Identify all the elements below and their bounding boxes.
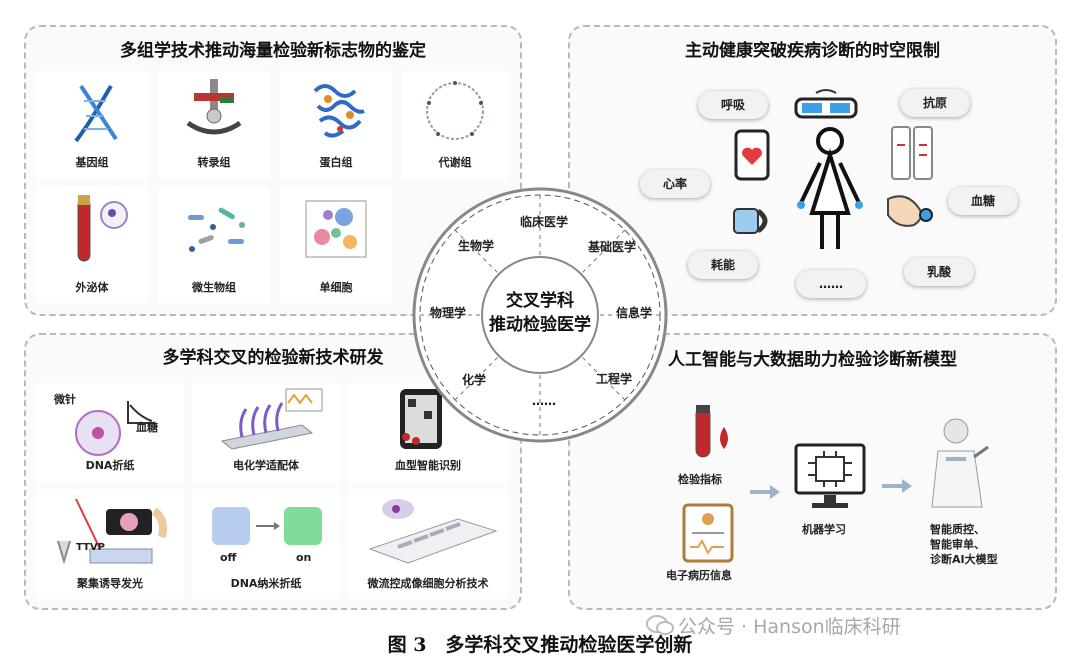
- omics-cell-microbiome: 微生物组: [158, 187, 270, 303]
- on-label: on: [296, 551, 312, 564]
- hub-segment-physics: 物理学: [430, 306, 467, 320]
- tech-cell-dna-nano: off on DNA纳米折纸: [192, 489, 340, 599]
- tech-cell-dna-origami: 微针 血糖 DNA折纸: [36, 383, 184, 483]
- emr-label: 电子病历信息: [666, 569, 732, 582]
- ttvp-label: TTVP: [76, 542, 105, 553]
- pill-antigen: 抗原: [900, 89, 970, 117]
- tech-cell-aie: TTVP 聚集诱导发光: [36, 489, 184, 599]
- omics-cell-label: 基因组: [75, 156, 109, 169]
- omics-cell-label: 蛋白组: [319, 156, 353, 169]
- omics-cell-transcriptome: 转录组: [158, 71, 270, 179]
- pill-energy: 耗能: [688, 251, 758, 279]
- tech-cell-bloodtype: 血型智能识别: [348, 383, 508, 483]
- hub-segment-chemistry: 化学: [462, 373, 487, 387]
- bloodtype-card-icon: [400, 389, 442, 449]
- hub-segment-basic: 基础医学: [588, 240, 637, 254]
- omics-panel-title: 多组学技术推动海量检验新标志物的鉴定: [120, 41, 426, 61]
- omics-cell-exosome: 外泌体: [36, 187, 148, 303]
- smartphone-heart-icon: [734, 129, 770, 181]
- ml-label: 机器学习: [802, 523, 846, 536]
- microbes-icon: [188, 207, 245, 252]
- tech-cell-label: DNA纳米折纸: [230, 577, 302, 590]
- dna-helix-icon: [74, 84, 118, 143]
- aggregation-emission-icon: [57, 498, 167, 565]
- human-figure-icon: [797, 127, 863, 249]
- health-panel-title: 主动健康突破疾病诊断的时空限制: [685, 41, 940, 61]
- trna-icon: [186, 79, 242, 135]
- output-label-2: 智能审单、: [930, 538, 985, 551]
- metabolic-pathway-icon: [426, 81, 484, 140]
- arrow-right-icon: [750, 485, 780, 499]
- glucose-label: 血糖: [136, 421, 158, 434]
- tech-cell-label: 微流控成像细胞分析技术: [367, 577, 489, 590]
- blood-tube-icon: [695, 405, 728, 458]
- tech-cell-label: 电化学适配体: [233, 459, 299, 472]
- hub-segment-clinical: 临床医学: [520, 215, 569, 229]
- pill-heart-rate: 心率: [640, 170, 710, 198]
- smartwatch-icon: [733, 208, 768, 234]
- output-label-1: 智能质控、: [930, 523, 985, 536]
- hub-center-subtitle: 推动检验医学: [489, 315, 591, 335]
- tech-cell-microfluidic: 微流控成像细胞分析技术: [348, 489, 508, 599]
- pill-glucose: 血糖: [948, 187, 1018, 215]
- hub-segment-informatics: 信息学: [616, 306, 653, 320]
- off-label: off: [220, 551, 237, 564]
- ai-panel-title: 人工智能与大数据助力检验诊断新模型: [668, 350, 957, 370]
- hub-segment-engineering: 工程学: [596, 372, 633, 386]
- omics-cell-label: 代谢组: [438, 156, 472, 169]
- tech-cell-electrochem: 电化学适配体: [192, 383, 340, 483]
- omics-cell-label: 转录组: [197, 156, 231, 169]
- output-label-3: 诊断AI大模型: [930, 553, 998, 566]
- figure-caption: 图 3 多学科交叉推动检验医学创新: [387, 634, 693, 656]
- omics-panel: 多组学技术推动海量检验新标志物的鉴定 基因组 转录组 蛋白组: [24, 25, 522, 316]
- dna-nano-origami-icon: [212, 507, 322, 545]
- ai-computer-icon: [794, 443, 866, 508]
- tech-cell-label: 聚集诱导发光: [77, 577, 143, 590]
- omics-cell-proteome: 蛋白组: [280, 71, 392, 179]
- hub-segment-biology: 生物学: [458, 239, 495, 253]
- hub-center-title: 交叉学科: [506, 291, 574, 311]
- pill-lactate: 乳酸: [904, 258, 974, 286]
- aptamer-electrode-icon: [220, 388, 323, 450]
- protein-structure-icon: [313, 84, 365, 138]
- pill-more: ……: [796, 270, 866, 298]
- arrow-right-icon: [882, 479, 912, 493]
- watermark: 公众号 · Hanson临床科研: [678, 616, 901, 638]
- omics-cell-singlecell: 单细胞: [280, 187, 392, 303]
- omics-cell-label: 微生物组: [192, 281, 236, 294]
- hub-segment-more: ……: [532, 394, 556, 408]
- tech-panel-title: 多学科交叉的检验新技术研发: [162, 348, 384, 368]
- microneedle-dna-icon: [75, 401, 154, 456]
- health-panel: 主动健康突破疾病诊断的时空限制 呼吸 抗原 心率 血糖 耗能 乳酸 ……: [568, 25, 1057, 316]
- tech-cell-label: 血型智能识别: [395, 459, 461, 472]
- robot-doctor-icon: [931, 418, 989, 508]
- omics-cell-label: 外泌体: [75, 281, 109, 294]
- needle-label: 微针: [54, 393, 76, 406]
- vr-glasses-icon: [794, 89, 858, 119]
- exosome-tube-icon: [77, 195, 128, 262]
- medical-record-icon: [682, 503, 734, 563]
- omics-cell-label: 单细胞: [319, 281, 353, 294]
- glucose-sensor-hand-icon: [887, 195, 933, 227]
- omics-cell-genome: 基因组: [36, 71, 148, 179]
- antigen-test-icon: [891, 126, 933, 180]
- tsne-plot-icon: [305, 200, 367, 258]
- hub-circle: [412, 187, 668, 443]
- omics-cell-metabolome: 代谢组: [402, 71, 508, 179]
- pill-breath: 呼吸: [698, 91, 768, 119]
- tech-cell-label: DNA折纸: [85, 459, 135, 472]
- wechat-logo-icon: [646, 615, 674, 635]
- microfluidic-chip-icon: [368, 499, 498, 564]
- ai-panel: 人工智能与大数据助力检验诊断新模型 检验指标 电子病历信息 机器学习 智能质控、…: [568, 333, 1057, 610]
- indicator-label: 检验指标: [678, 473, 722, 486]
